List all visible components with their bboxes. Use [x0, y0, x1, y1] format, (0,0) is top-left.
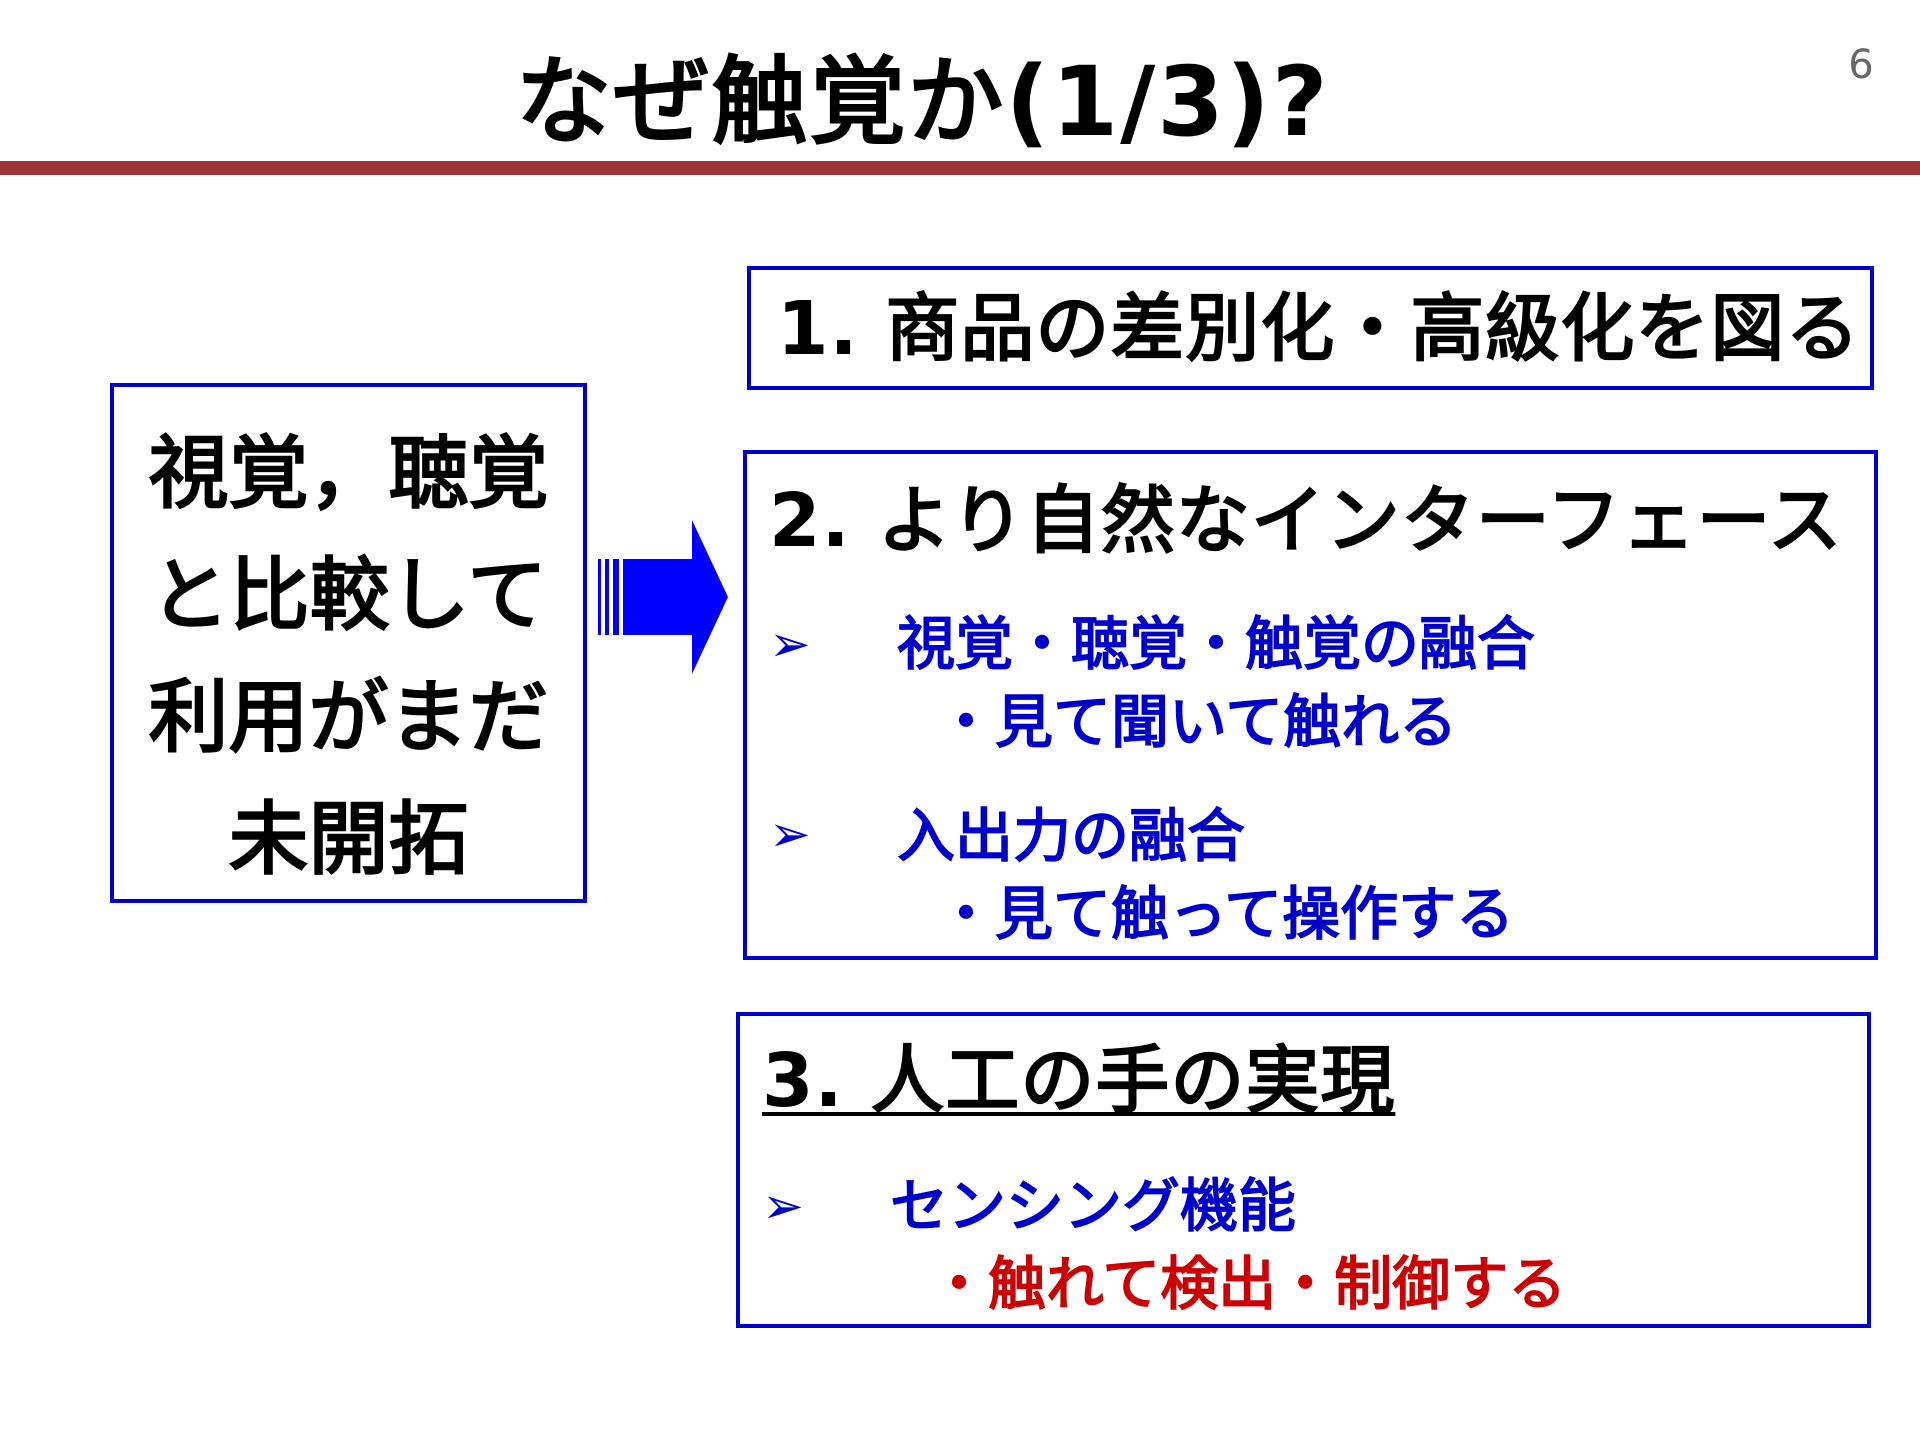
arrowhead-bullet-icon: ➢	[769, 615, 811, 673]
bullet-sub-text: ・触れて検出・制御する	[930, 1250, 1567, 1318]
bullet-main-text: 視覚・聴覚・触覚の融合	[897, 610, 1536, 678]
item-box-1: 1. 商品の差別化・高級化を図る	[747, 266, 1874, 390]
arrowhead-bullet-icon: ➢	[769, 805, 811, 863]
bullet-sub-text: ・見て聞いて触れる	[937, 688, 1458, 756]
item-box-3: 3. 人工の手の実現 ➢ センシング機能 ・触れて検出・制御する	[736, 1012, 1871, 1328]
bullet-main-text: 入出力の融合	[897, 802, 1246, 870]
bullet-sub-text: ・見て触って操作する	[937, 880, 1515, 948]
item-heading-2: 2. より自然なインターフェース	[769, 478, 1843, 564]
left-summary-box: 視覚，聴覚 と比較して 利用がまだ 未開拓	[110, 383, 587, 903]
left-summary-text: 視覚，聴覚 と比較して 利用がまだ 未開拓	[148, 427, 549, 886]
title-divider	[0, 161, 1920, 175]
slide-title: なぜ触覚か(1/3)?	[515, 46, 1330, 158]
item-heading-1: 1. 商品の差別化・高級化を図る	[777, 286, 1861, 372]
bullet-main-text: センシング機能	[890, 1172, 1297, 1240]
arrowhead-bullet-icon: ➢	[762, 1177, 804, 1235]
right-arrow-icon	[598, 520, 728, 674]
item-heading-3: 3. 人工の手の実現	[762, 1038, 1396, 1124]
page-number: 6	[1848, 42, 1874, 88]
item-box-2: 2. より自然なインターフェース ➢ 視覚・聴覚・触覚の融合 ・見て聞いて触れる…	[743, 450, 1878, 960]
